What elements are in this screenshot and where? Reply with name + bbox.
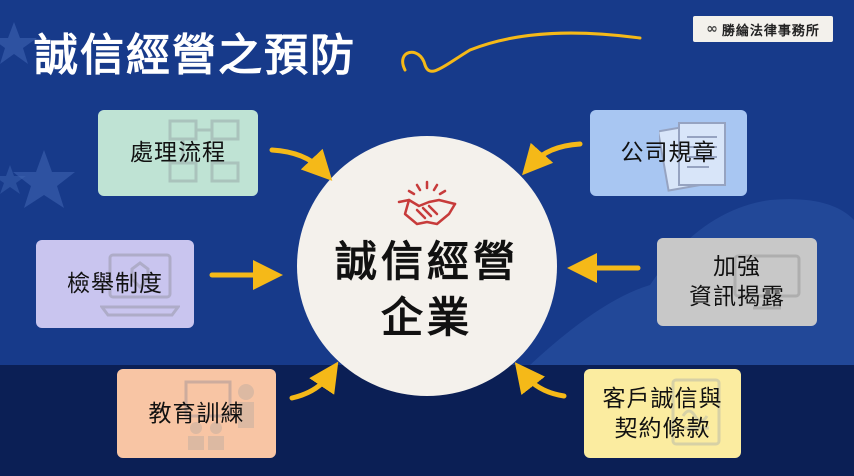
arrow-training — [289, 361, 339, 401]
customer-label-line2: 契約條款 — [614, 415, 711, 442]
monitor-icon — [733, 254, 801, 310]
process-box: 處理流程 — [98, 110, 258, 196]
disclosure-label: 加強 資訊揭露 — [689, 252, 785, 312]
star-icon — [0, 165, 26, 194]
customer-label-line1: 客戶誠信與 — [602, 385, 723, 412]
firm-name: 勝綸法律事務所 — [721, 23, 820, 39]
arrow-process — [269, 147, 333, 181]
customer-box: 客戶誠信與 契約條款 — [584, 369, 741, 458]
laptop-icon — [100, 253, 180, 317]
training-box: 教育訓練 — [117, 369, 276, 458]
flowchart-icon — [168, 119, 240, 183]
process-label: 處理流程 — [130, 140, 226, 166]
disclosure-box: 加強 資訊揭露 — [657, 238, 817, 326]
star-icon — [0, 22, 37, 64]
contract-icon — [671, 378, 721, 445]
title-squiggle — [401, 31, 642, 73]
infinity-icon: ∞ — [706, 21, 718, 37]
center-title-line2: 企業 — [380, 293, 473, 342]
disclosure-label-line2: 資訊揭露 — [689, 284, 785, 310]
firm-logo: ∞ 勝綸法律事務所 — [693, 16, 833, 42]
handshake-icon — [397, 180, 457, 226]
customer-label: 客戶誠信與 契約條款 — [603, 384, 723, 444]
teacher-icon — [184, 380, 254, 450]
page-title: 誠信經營之預防 — [34, 30, 356, 81]
document-icon — [659, 122, 726, 192]
center-title-line1: 誠信經營 — [334, 237, 519, 286]
star-icon — [13, 150, 75, 208]
arrow-customer — [514, 362, 567, 399]
center-circle: 誠信經營 企業 — [297, 136, 557, 396]
rules-label: 公司規章 — [620, 140, 717, 166]
rules-box: 公司規章 — [590, 110, 747, 196]
disclosure-label-line1: 加強 — [713, 254, 761, 280]
whistleblower-label: 檢舉制度 — [67, 271, 163, 297]
arrow-rules — [522, 141, 583, 176]
whistleblower-box: 檢舉制度 — [36, 240, 194, 328]
training-label: 教育訓練 — [148, 400, 245, 427]
